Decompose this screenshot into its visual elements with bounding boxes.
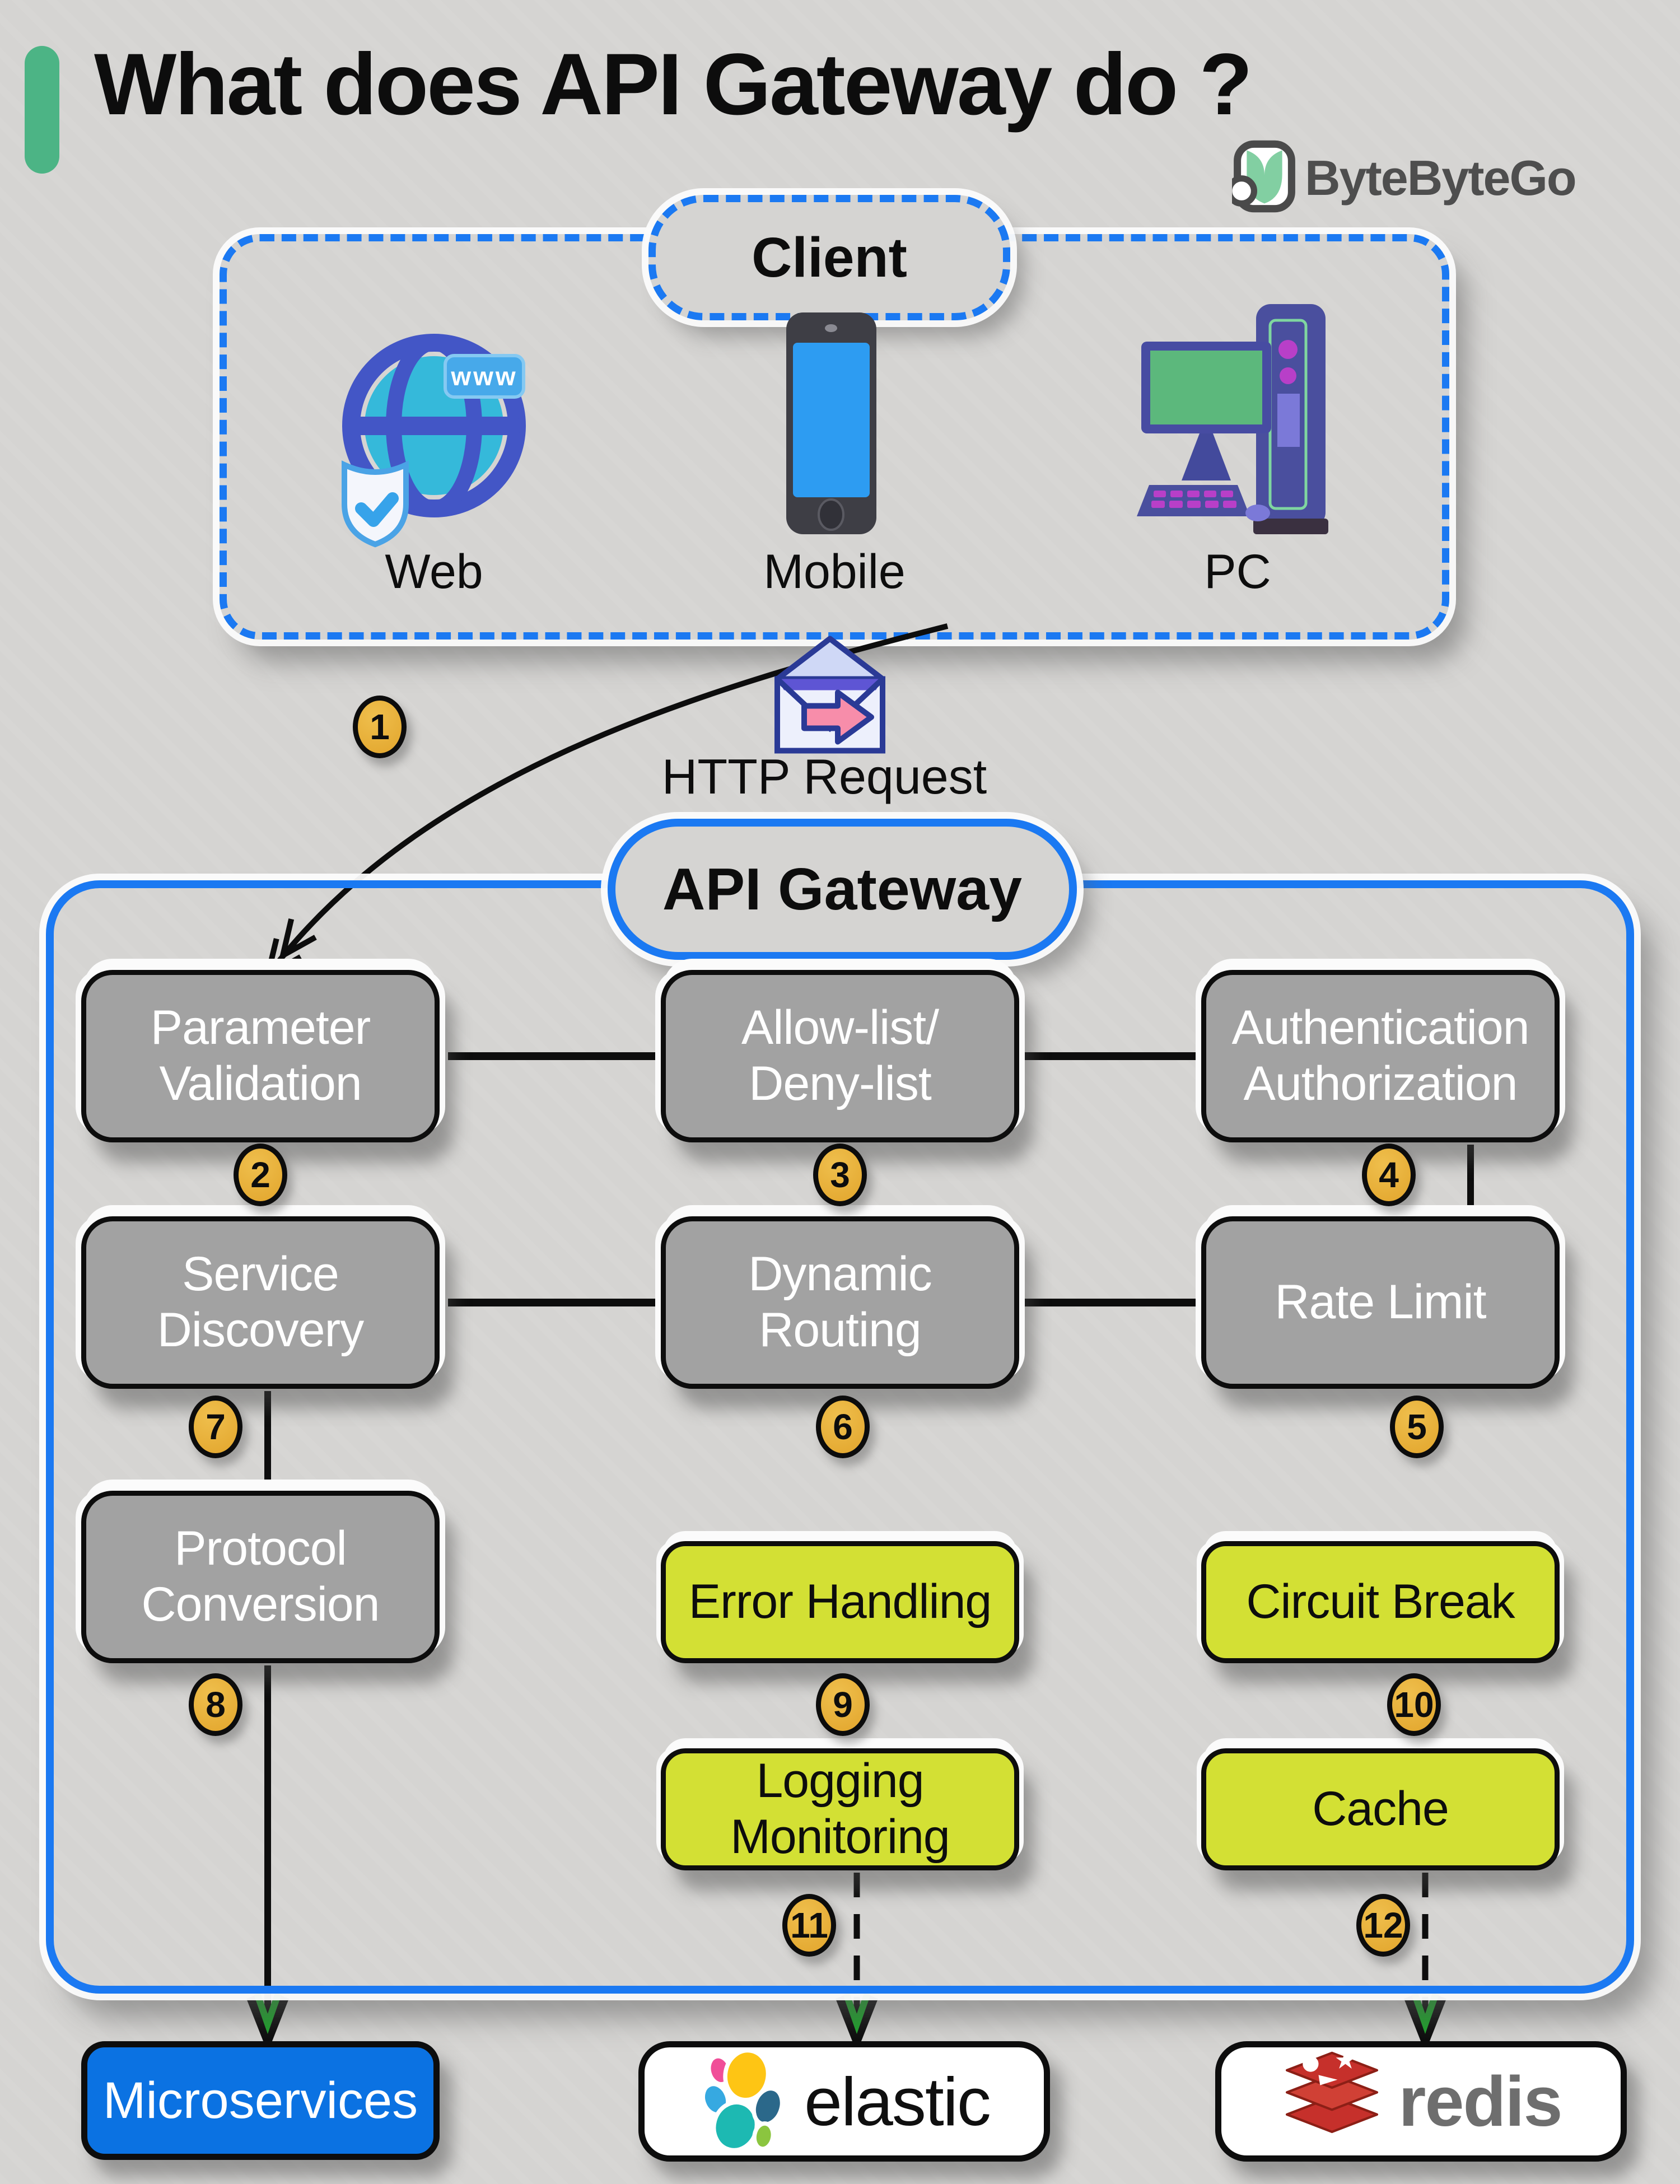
device-label-pc: PC (1204, 545, 1271, 599)
device-label-web: Web (385, 545, 483, 599)
feature-allow-deny-list: Allow-list/ Deny-list (661, 970, 1019, 1142)
step-badge-1: 1 (353, 696, 407, 758)
email-send-icon (768, 632, 892, 763)
step-badge-2: 2 (234, 1144, 287, 1206)
web-globe-shield-icon: www (336, 305, 532, 563)
feature-parameter-validation: Parameter Validation (81, 970, 440, 1142)
www-badge: www (450, 362, 517, 391)
client-group-label: Client (648, 195, 1010, 320)
step-badge-8: 8 (189, 1673, 242, 1736)
device-label-mobile: Mobile (763, 545, 906, 599)
redis-label: redis (1398, 2062, 1562, 2141)
step-badge-6: 6 (816, 1396, 870, 1458)
feature-authentication-authorization: Authentication Authorization (1201, 970, 1560, 1142)
microservices-box: Microservices (81, 2041, 440, 2160)
step-badge-4: 4 (1362, 1144, 1416, 1206)
redis-box: redis (1215, 2041, 1627, 2162)
step-badge-10: 10 (1387, 1673, 1441, 1736)
redis-logo-icon (1280, 2051, 1384, 2152)
feature-rate-limit: Rate Limit (1201, 1216, 1560, 1389)
brand-logo: ByteByteGo (1226, 139, 1577, 217)
microservices-label: Microservices (102, 2071, 418, 2129)
page-title: What does API Gateway do ? (94, 36, 1253, 133)
feature-logging-monitoring: Logging Monitoring (661, 1748, 1019, 1870)
elastic-label: elastic (804, 2063, 991, 2140)
title-accent-bar (25, 46, 59, 174)
elastic-logo-icon (698, 2047, 791, 2156)
step-badge-12: 12 (1356, 1894, 1410, 1957)
bytebytego-logo-icon (1226, 139, 1297, 217)
api-gateway-label: API Gateway (608, 819, 1077, 960)
mobile-phone-icon (785, 311, 878, 535)
step-badge-5: 5 (1390, 1396, 1444, 1458)
down-arrowhead-icon (246, 1992, 1446, 2053)
feature-circuit-break: Circuit Break (1201, 1541, 1560, 1663)
step-badge-9: 9 (816, 1673, 870, 1736)
feature-error-handling: Error Handling (661, 1541, 1019, 1663)
step-badge-11: 11 (782, 1894, 836, 1957)
feature-service-discovery: Service Discovery (81, 1216, 440, 1389)
http-request-label: HTTP Request (661, 749, 987, 804)
feature-dynamic-routing: Dynamic Routing (661, 1216, 1019, 1389)
feature-cache: Cache (1201, 1748, 1560, 1870)
desktop-pc-icon (1137, 296, 1338, 545)
feature-protocol-conversion: Protocol Conversion (81, 1491, 440, 1663)
step-badge-3: 3 (813, 1144, 867, 1206)
brand-name: ByteByteGo (1305, 150, 1577, 206)
elastic-box: elastic (638, 2041, 1050, 2162)
step-badge-7: 7 (189, 1396, 242, 1458)
